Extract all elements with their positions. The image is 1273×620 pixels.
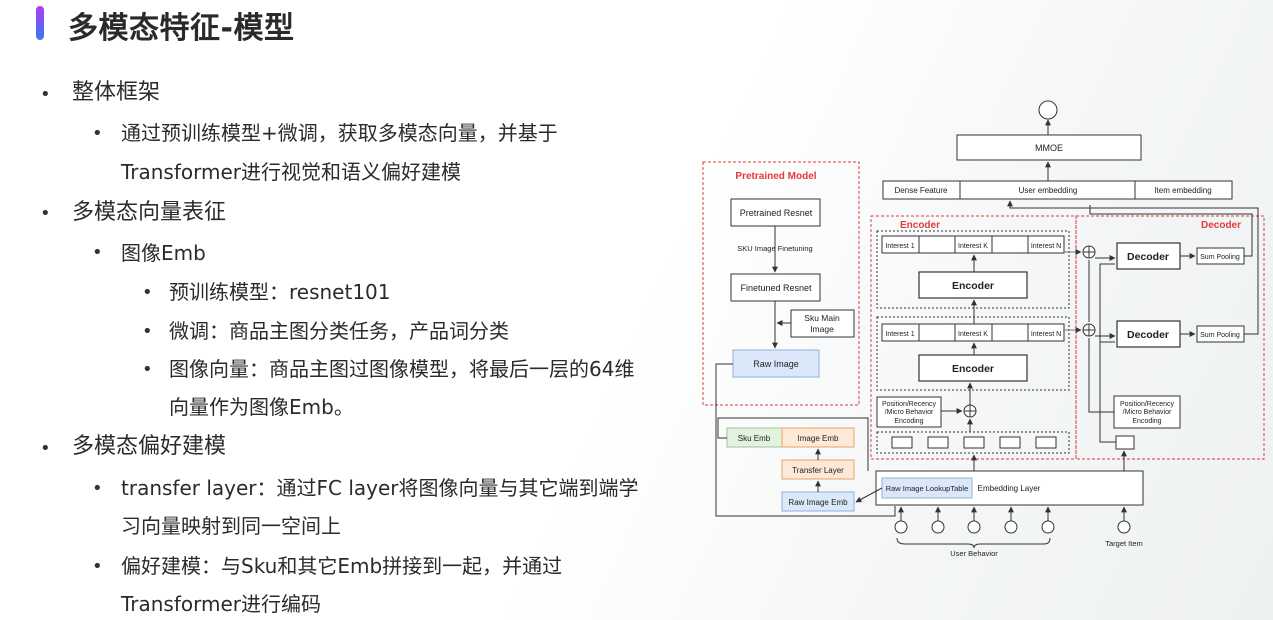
- bullet-dot: •: [40, 84, 51, 105]
- bullet-pref: 多模态偏好建模: [72, 434, 227, 459]
- position-encoding-box-right: [1113, 395, 1181, 429]
- mmoe-box: [956, 134, 1142, 161]
- sku-main-image-label-2: Image: [810, 324, 834, 334]
- encoder-box-bottom: [918, 354, 1028, 382]
- decoder-region-label: Decoder: [1201, 220, 1241, 231]
- interest-n-bottom: Interest N: [1031, 331, 1061, 338]
- interest-row-bottom: [881, 323, 1065, 342]
- bullet-framework-desc-1: 通过预训练模型+微调，获取多模态向量，并基于: [121, 121, 558, 145]
- pos-enc-left-2: /Micro Behavior: [885, 409, 934, 416]
- target-slot: [1115, 435, 1135, 450]
- pos-enc-right-2: /Micro Behavior: [1123, 409, 1172, 416]
- bullet-dot: •: [142, 321, 153, 342]
- finetuned-resnet-box: [730, 273, 821, 302]
- interest-1-top: Interest 1: [885, 243, 914, 250]
- interest-row-top: [881, 235, 1065, 254]
- raw-image-emb-label: Raw Image Emb: [788, 498, 848, 507]
- bullet-transfer-1: transfer layer：通过FC layer将图像向量与其它端到端学: [121, 476, 639, 500]
- pretrained-resnet-box: [730, 198, 821, 227]
- encoder-block-top: [876, 230, 1070, 309]
- decoder-box-bottom: [1116, 320, 1181, 348]
- finetuned-resnet-label: Finetuned Resnet: [740, 283, 812, 293]
- sku-image-finetuning-label: SKU Image Finetuning: [737, 244, 812, 253]
- decoder-bottom-label: Decoder: [1127, 329, 1169, 341]
- bullet-pref-model-1: 偏好建模：与Sku和其它Emb拼接到一起，并通过: [121, 554, 563, 578]
- interest-k-top: Interest K: [958, 243, 988, 250]
- raw-image-lookup-label: Raw Image LookupTable: [886, 484, 969, 493]
- encoder-bottom-label: Encoder: [952, 363, 994, 375]
- pretrained-model-region: [702, 161, 860, 406]
- encoder-box-top: [918, 271, 1028, 299]
- bullet-dot: •: [92, 478, 103, 499]
- user-embedding-label: User embedding: [1019, 186, 1078, 195]
- bullet-framework: 整体框架: [72, 80, 161, 105]
- bullet-dot: •: [142, 282, 153, 303]
- bullet-vector-2: 向量作为图像Emb。: [169, 395, 354, 419]
- bullet-pref-model-2: Transformer进行编码: [121, 592, 322, 616]
- raw-image-box: [732, 349, 820, 378]
- encoder-block-bottom: [876, 316, 1070, 391]
- page-title: 多模态特征-模型: [68, 11, 295, 46]
- image-emb-label: Image Emb: [798, 434, 839, 443]
- sku-emb-label: Sku Emb: [738, 434, 771, 443]
- dense-feature-label: Dense Feature: [895, 186, 948, 195]
- encoder-top-label: Encoder: [952, 280, 994, 292]
- bullet-framework-desc-2: Transformer进行视觉和语义偏好建模: [121, 160, 462, 184]
- sku-main-image-box: [790, 309, 855, 338]
- pos-enc-left-3: Encoding: [894, 418, 923, 425]
- user-behavior-label: User Behavior: [950, 549, 998, 558]
- pos-enc-right-1: Position/Recency: [1120, 401, 1175, 408]
- decoder-top-label: Decoder: [1127, 251, 1169, 263]
- embedding-layer-label: Embedding Layer: [978, 484, 1041, 493]
- mmoe-label: MMOE: [1035, 143, 1063, 153]
- image-emb-box: [781, 427, 855, 448]
- encoder-region-label: Encoder: [900, 220, 940, 231]
- interest-1-bottom: Interest 1: [885, 331, 914, 338]
- bullet-repr: 多模态向量表征: [72, 200, 227, 225]
- title-accent-bar: [36, 6, 44, 40]
- bullet-dot: •: [92, 242, 103, 263]
- interest-k-bottom: Interest K: [958, 331, 988, 338]
- feature-row: [882, 180, 1233, 200]
- sum-pooling-top: Sum Pooling: [1200, 254, 1240, 261]
- raw-image-label: Raw Image: [753, 359, 799, 369]
- output-node: [1038, 100, 1058, 120]
- bullet-dot: •: [92, 123, 103, 144]
- pos-enc-left-1: Position/Recency: [882, 401, 937, 408]
- bullet-vector-1: 图像向量：商品主图过图像模型，将最后一层的64维: [169, 357, 635, 381]
- bullet-finetune: 微调：商品主图分类任务，产品词分类: [169, 319, 509, 343]
- decoder-region: [1075, 215, 1265, 460]
- bullet-pretrain: 预训练模型：resnet101: [169, 280, 391, 304]
- position-encoding-box-left: [876, 396, 942, 428]
- bullet-transfer-2: 习向量映射到同一空间上: [121, 514, 341, 538]
- bullet-dot: •: [40, 203, 51, 224]
- bullet-dot: •: [142, 359, 153, 380]
- item-embedding-label: Item embedding: [1154, 186, 1211, 195]
- target-item-label: Target Item: [1105, 539, 1143, 548]
- pretrained-model-label: Pretrained Model: [735, 171, 816, 182]
- bullet-image-emb: 图像Emb: [121, 241, 206, 265]
- encoder-input-slots: [876, 431, 1070, 454]
- sum-pooling-bottom: Sum Pooling: [1200, 332, 1240, 339]
- bullet-dot: •: [40, 438, 51, 459]
- transfer-layer-label: Transfer Layer: [792, 466, 844, 475]
- bullet-dot: •: [92, 556, 103, 577]
- sku-main-image-label-1: Sku Main: [804, 313, 840, 323]
- pretrained-resnet-label: Pretrained Resnet: [740, 208, 813, 218]
- interest-n-top: Interest N: [1031, 243, 1061, 250]
- pos-enc-right-3: Encoding: [1132, 418, 1161, 425]
